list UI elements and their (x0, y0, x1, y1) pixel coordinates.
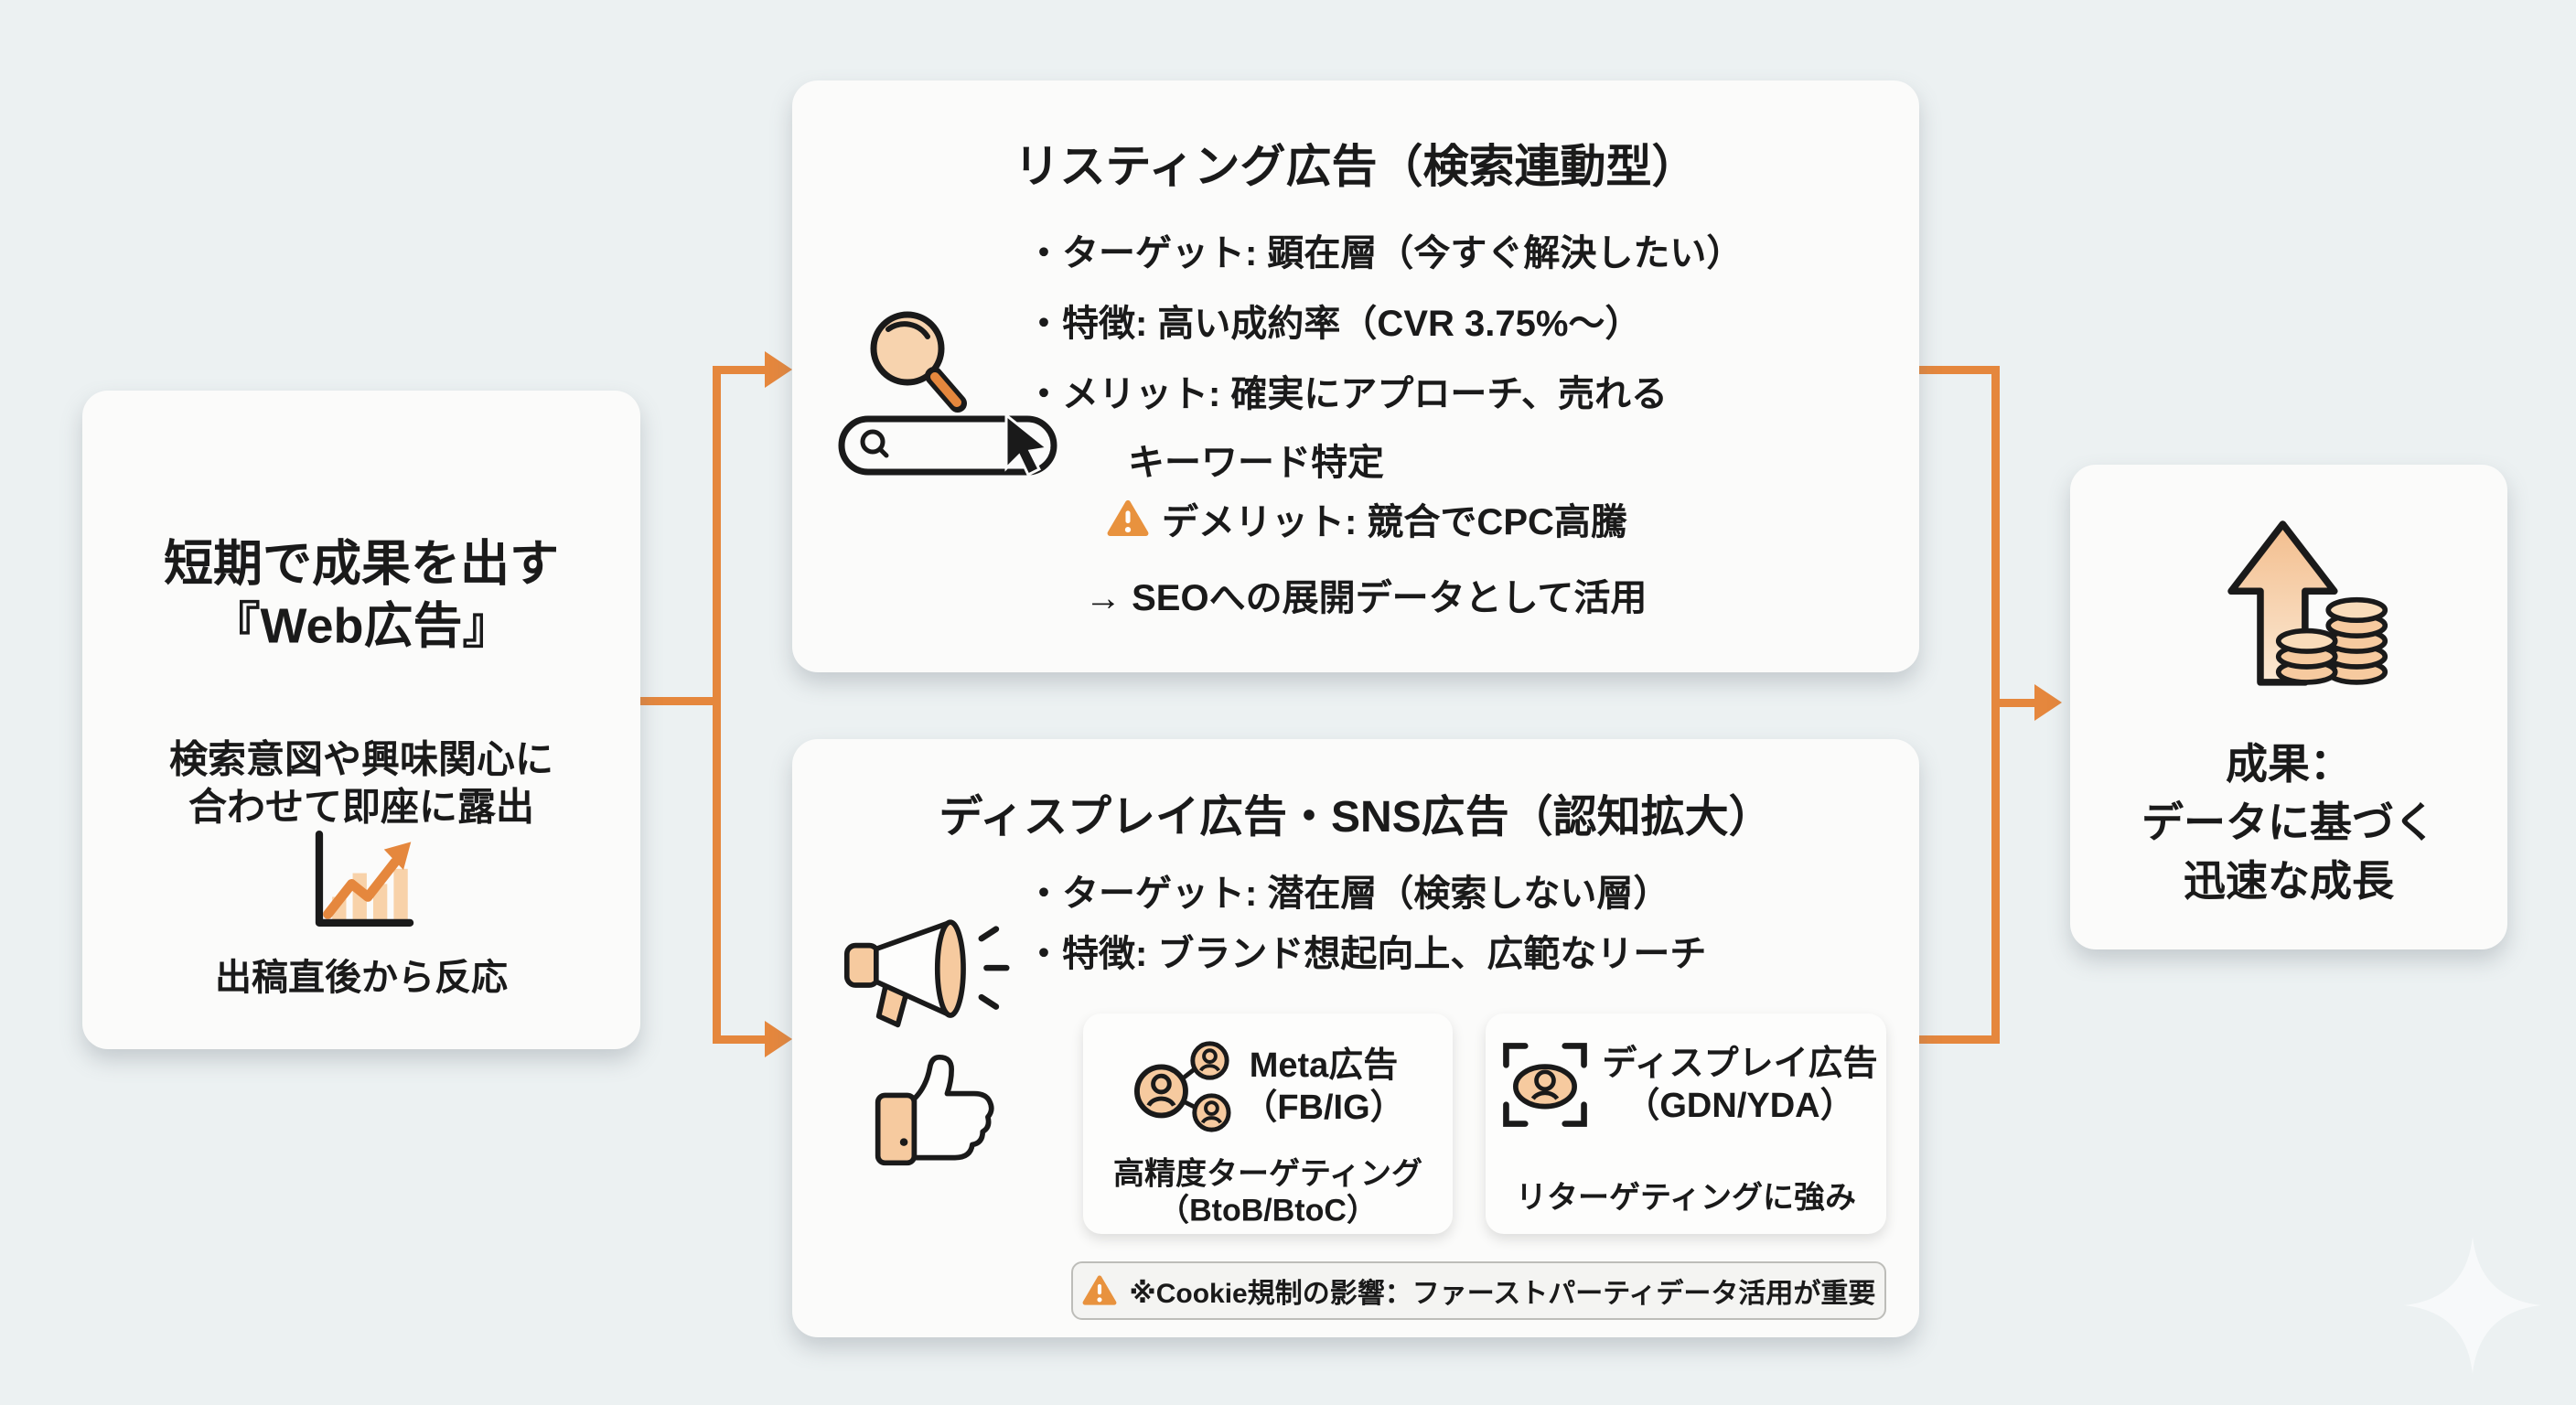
result-line3: 迅速な成長 (2184, 857, 2394, 905)
meta-box-title-line1: Meta広告 (1249, 1046, 1399, 1085)
web-ads-overview-card: 短期で成果を出す 『Web広告』 検索意図や興味関心に 合わせて即座に露出 出稿… (82, 391, 640, 1049)
display-bullet-feature: ・特徴: ブランド想起向上、広範なリーチ (1025, 934, 1707, 974)
search-bar-cursor-icon (836, 307, 1065, 486)
listing-card-title: リスティング広告（検索連動型） (1014, 141, 1698, 192)
arrowhead-to-display-card (765, 1021, 792, 1057)
megaphone-icon (843, 911, 1025, 1044)
audience-network-icon (1134, 1037, 1233, 1136)
listing-bullet-target: ・ターゲット: 顕在層（今すぐ解決したい） (1025, 233, 1744, 273)
connector-right-top-branch (1919, 366, 2000, 374)
meta-box-desc-line1: 高精度ターゲティング (1113, 1156, 1422, 1192)
thumbs-up-icon (873, 1050, 1003, 1172)
connector-left-top-branch (721, 366, 765, 374)
gdn-yda-subcard: ディスプレイ広告 （GDN/YDA） リターゲティングに強み (1486, 1014, 1886, 1234)
connector-right-stem (2000, 699, 2034, 707)
cookie-warning-text: ※Cookie規制の影響：ファーストパーティデータ活用が重要 (1129, 1279, 1876, 1309)
arrowhead-to-listing-card (765, 351, 792, 388)
gdn-box-title-line1: ディスプレイ広告 (1602, 1045, 1878, 1083)
result-card: 成果： データに基づく 迅速な成長 (2070, 465, 2507, 949)
meta-box-title-line2: （FB/IG） (1242, 1089, 1405, 1127)
listing-ads-card: リスティング広告（検索連動型） ・ターゲット: 顕在層（今すぐ解決したい） ・特… (792, 80, 1919, 672)
left-card-title-line2: 『Web広告』 (210, 598, 512, 654)
listing-bullet-merit-cont: キーワード特定 (1128, 443, 1384, 483)
listing-bullet-feature: ・特徴: 高い成約率（CVR 3.75%〜） (1025, 304, 1642, 344)
listing-bullet-merit: ・メリット: 確実にアプローチ、売れる (1025, 374, 1669, 414)
listing-warning-row: デメリット: 競合でCPC高騰 (1107, 492, 1627, 545)
display-sns-ads-card: ディスプレイ広告・SNS広告（認知拡大） ・ターゲット: 潜在層（検索しない層）… (792, 739, 1919, 1337)
growth-coins-icon (2182, 499, 2397, 705)
left-card-desc-line2: 合わせて即座に露出 (188, 785, 534, 829)
gdn-box-desc: リターゲティングに強み (1516, 1180, 1856, 1216)
display-card-title: ディスプレイ広告・SNS広告（認知拡大） (939, 793, 1773, 842)
connector-left-vertical (713, 366, 721, 1044)
result-line1: 成果： (2226, 740, 2352, 788)
listing-seo-note: → SEOへの展開データとして活用 (1085, 578, 1648, 618)
bar-chart-growth-icon (293, 828, 430, 936)
cookie-warning-banner: ※Cookie規制の影響：ファーストパーティデータ活用が重要 (1071, 1261, 1886, 1320)
retargeting-view-icon (1497, 1037, 1593, 1132)
listing-warning-text: デメリット: 競合でCPC高騰 (1162, 502, 1627, 542)
connector-left-bottom-branch (721, 1035, 765, 1044)
meta-ads-subcard: Meta広告 （FB/IG） 高精度ターゲティング （BtoB/BtoC） (1083, 1014, 1453, 1234)
left-card-desc-line1: 検索意図や興味関心に (168, 737, 553, 781)
connector-right-bottom-branch (1919, 1035, 2000, 1044)
warning-triangle-icon (1107, 499, 1149, 538)
result-line2: データに基づく (2141, 799, 2436, 846)
meta-box-desc-line2: （BtoB/BtoC） (1158, 1193, 1378, 1228)
sparkle-icon (2404, 1237, 2541, 1374)
left-card-title-line1: 短期で成果を出す (164, 536, 559, 592)
connector-right-vertical (1991, 366, 2000, 1044)
display-bullet-target: ・ターゲット: 潜在層（検索しない層） (1025, 874, 1670, 914)
left-card-caption: 出稿直後から反応 (215, 958, 508, 998)
gdn-box-title-line2: （GDN/YDA） (1625, 1087, 1855, 1125)
connector-left-stem (640, 697, 717, 705)
arrowhead-to-result-card (2034, 684, 2062, 721)
warning-triangle-icon (1082, 1275, 1117, 1306)
